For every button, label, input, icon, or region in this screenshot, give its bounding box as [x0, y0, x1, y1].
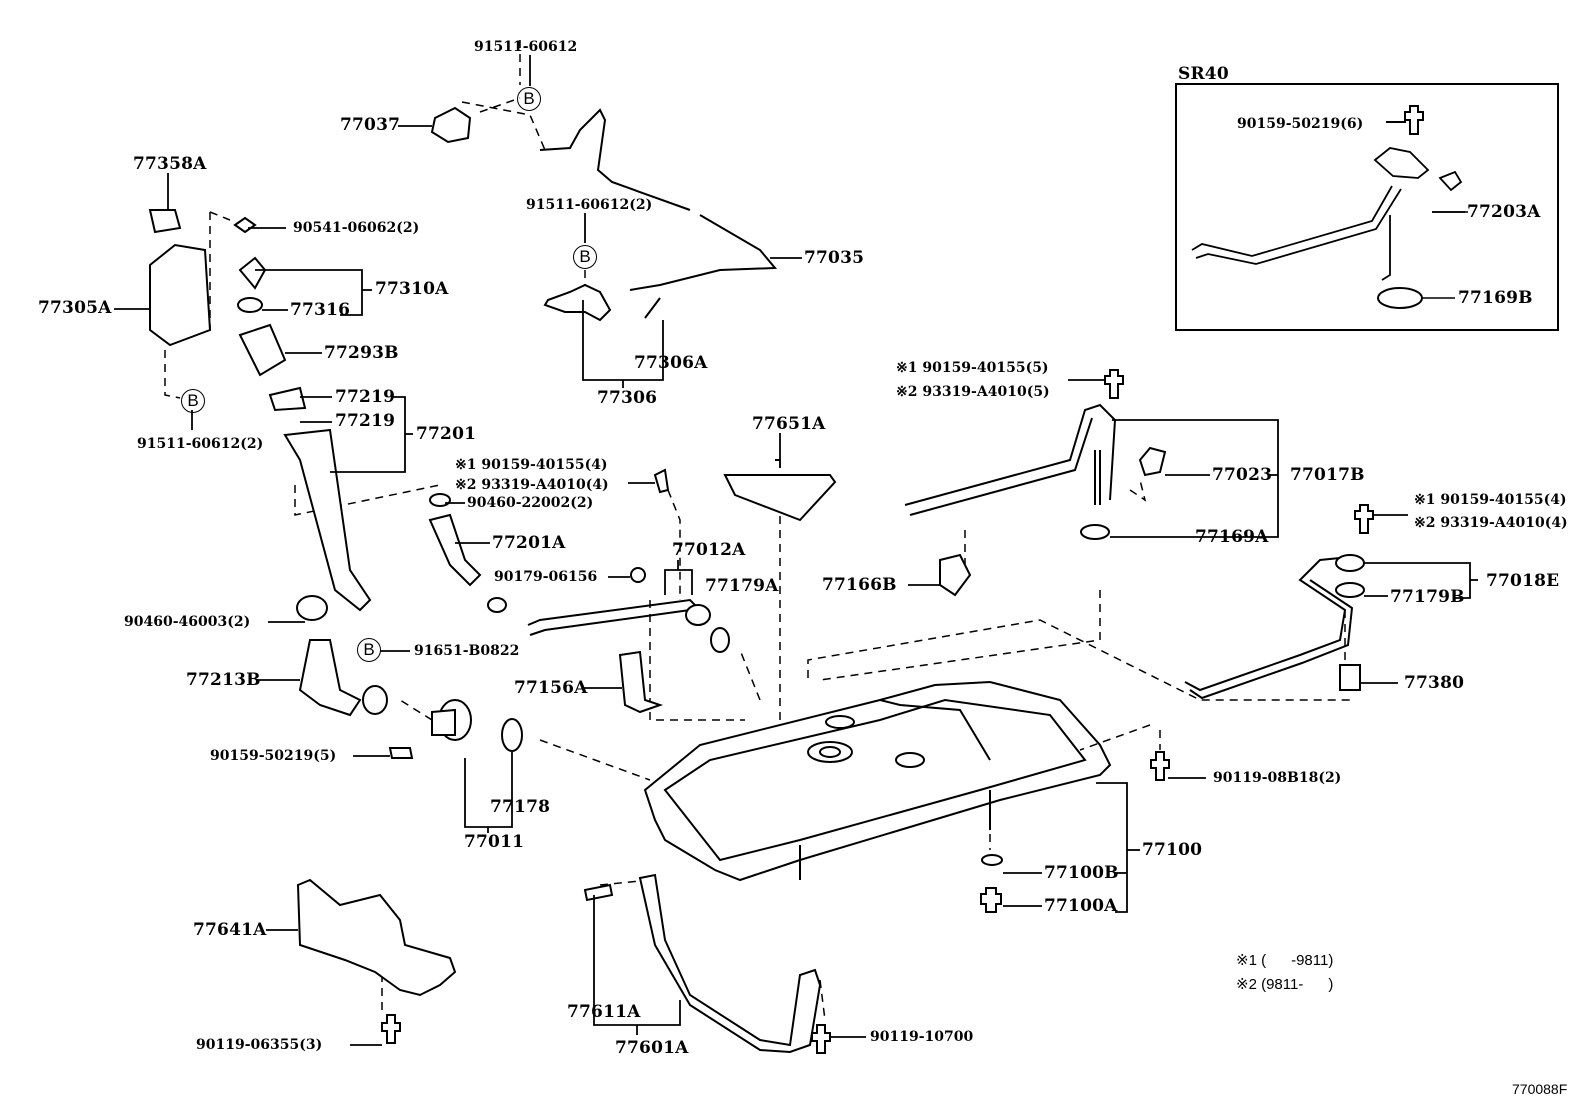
- part-label[interactable]: 91511-60612(2): [137, 436, 264, 452]
- part-label[interactable]: ※2 93319-A4010(5): [896, 384, 1050, 400]
- part-label[interactable]: 77651A: [752, 414, 826, 434]
- part-label[interactable]: 90179-06156: [494, 569, 598, 585]
- part-label[interactable]: 90159-50219(5): [210, 748, 337, 764]
- fuel-tank-icon: [643, 680, 1112, 882]
- part-label[interactable]: ※1 90159-40155(5): [896, 360, 1049, 376]
- sr40-inset-frame: [1175, 83, 1559, 331]
- part-label[interactable]: ※2 93319-A4010(4): [1414, 515, 1568, 531]
- footnote-2: ※2 (9811- ): [1236, 976, 1334, 993]
- part-label[interactable]: 77305A: [38, 298, 112, 318]
- part-label[interactable]: 90460-46003(2): [124, 614, 251, 630]
- part-label[interactable]: 77219: [335, 387, 396, 407]
- part-label[interactable]: 77219: [335, 411, 396, 431]
- part-label[interactable]: 90119-10700: [870, 1029, 974, 1045]
- callout-b-marker: B: [517, 87, 541, 111]
- part-label[interactable]: 77611A: [567, 1002, 641, 1022]
- connection-lines: [164, 40, 1350, 1021]
- part-label[interactable]: 77358A: [133, 154, 207, 174]
- part-label[interactable]: 77100: [1142, 840, 1203, 860]
- part-label[interactable]: 90119-06355(3): [196, 1037, 323, 1053]
- leader-lines: [114, 55, 1478, 1046]
- part-label[interactable]: 77179B: [1390, 587, 1465, 607]
- part-label[interactable]: 77601A: [615, 1038, 689, 1058]
- part-label[interactable]: 77023: [1212, 465, 1273, 485]
- protector-icon: [296, 878, 457, 1044]
- part-label[interactable]: ※1 90159-40155(4): [1414, 492, 1567, 508]
- footnote-1: ※1 ( -9811): [1236, 952, 1334, 969]
- part-label[interactable]: 77201A: [492, 533, 566, 553]
- part-label[interactable]: 77293B: [324, 343, 399, 363]
- part-label[interactable]: 77201: [416, 424, 477, 444]
- callout-b-marker: B: [357, 638, 381, 662]
- part-label[interactable]: 77037: [340, 115, 401, 135]
- inset-gasket-icon: [1377, 287, 1455, 309]
- part-label[interactable]: 77178: [490, 797, 551, 817]
- part-label[interactable]: 77306A: [634, 353, 708, 373]
- part-label[interactable]: 77213B: [186, 670, 261, 690]
- tank-band-icon: [583, 873, 831, 1054]
- part-label[interactable]: 77203A: [1467, 202, 1541, 222]
- part-label[interactable]: 91511-60612(2): [526, 197, 653, 213]
- part-label[interactable]: 77316: [290, 300, 351, 320]
- breather-tube-icon: [527, 468, 730, 714]
- tank-bolts-icon: [980, 751, 1170, 913]
- inset-sender-gauge-icon: [1191, 147, 1468, 281]
- part-label[interactable]: 77011: [464, 832, 525, 852]
- part-label[interactable]: 77166B: [822, 575, 897, 595]
- part-label[interactable]: ※1 90159-40155(4): [455, 457, 608, 473]
- part-label[interactable]: 90159-50219(6): [1237, 116, 1364, 132]
- part-label[interactable]: 91511-60612: [474, 39, 578, 55]
- figure-id: 770088F: [1512, 1081, 1568, 1097]
- part-label[interactable]: 77380: [1404, 673, 1465, 693]
- part-label[interactable]: 77169A: [1195, 527, 1269, 547]
- part-label[interactable]: 77017B: [1290, 465, 1365, 485]
- part-label[interactable]: 77035: [804, 248, 865, 268]
- part-label[interactable]: 77310A: [375, 279, 449, 299]
- inset-title: SR40: [1178, 64, 1229, 84]
- filler-pipe-icon: [148, 209, 523, 759]
- part-label[interactable]: 77100A: [1044, 896, 1118, 916]
- callout-b-marker: B: [573, 245, 597, 269]
- callout-b-marker: B: [181, 389, 205, 413]
- part-label[interactable]: 77018E: [1486, 571, 1560, 591]
- sender-gauge-icon: [904, 369, 1167, 597]
- part-label[interactable]: 90119-08B18(2): [1213, 770, 1342, 786]
- part-label[interactable]: 77100B: [1044, 863, 1119, 883]
- part-label[interactable]: ※2 93319-A4010(4): [455, 477, 609, 493]
- part-label[interactable]: 77306: [597, 388, 658, 408]
- pump-tube-icon: [1184, 504, 1374, 700]
- part-label[interactable]: 91651-B0822: [414, 643, 520, 659]
- part-label[interactable]: 77012A: [672, 540, 746, 560]
- part-label[interactable]: 77169B: [1458, 288, 1533, 308]
- part-label[interactable]: 77156A: [514, 678, 588, 698]
- part-label[interactable]: 90460-22002(2): [467, 495, 594, 511]
- inset-bolt-icon: [1386, 105, 1424, 135]
- part-label[interactable]: 77179A: [705, 576, 779, 596]
- part-label[interactable]: 77641A: [193, 920, 267, 940]
- opener-cable-icon: [430, 106, 837, 522]
- part-label[interactable]: 90541-06062(2): [293, 220, 420, 236]
